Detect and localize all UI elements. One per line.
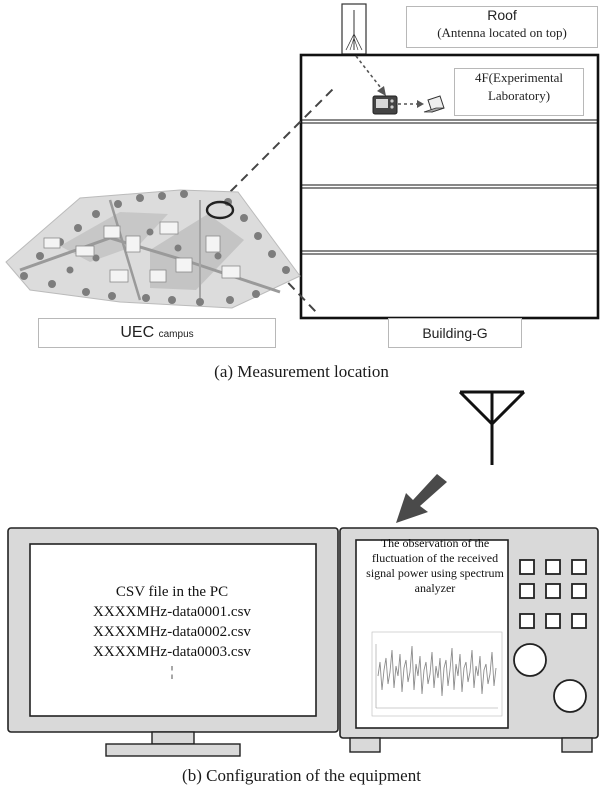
building-label: Building-G	[388, 318, 522, 348]
signal-power-plot	[371, 631, 503, 717]
csv-file-3: XXXXMHz-data0003.csv	[93, 644, 251, 660]
signal-arrow	[396, 474, 447, 523]
floor-4f-label: 4F(Experimental Laboratory)	[454, 68, 584, 116]
campus-map-illustration	[5, 189, 301, 309]
campus-label-sub: campus	[158, 329, 194, 340]
cable-antenna-to-analyzer	[355, 55, 385, 93]
monitor-icon	[7, 527, 339, 757]
building-g-highlight	[205, 200, 235, 220]
pc-csv-listing: CSV file in the PC XXXXMHz-data0001.csv …	[38, 582, 306, 682]
caption-equipment-configuration: (b) Configuration of the equipment	[182, 766, 421, 785]
roof-antenna-icon	[341, 3, 367, 55]
pc-csv-heading: CSV file in the PC	[115, 584, 229, 600]
roof-title: Roof	[487, 7, 517, 23]
floor-dividers	[302, 119, 597, 255]
csv-continuation: ¦	[170, 664, 174, 680]
analyzer-knob-upper	[513, 643, 547, 677]
equipment-diagram	[7, 390, 599, 757]
campus-label: UEC campus	[38, 318, 276, 348]
signal-trace	[377, 645, 497, 697]
laptop-icon	[423, 95, 445, 113]
roof-subtitle: (Antenna located on top)	[437, 25, 567, 40]
analyzer-observation-text: The observation of the fluctuation of th…	[366, 536, 504, 595]
analyzer-buttons	[519, 559, 587, 629]
csv-file-2: XXXXMHz-data0002.csv	[93, 624, 251, 640]
analyzer-knob-lower	[553, 679, 587, 713]
campus-label-main: UEC	[120, 324, 155, 341]
antenna-icon	[458, 390, 526, 465]
roof-label: Roof (Antenna located on top)	[406, 6, 598, 48]
caption-measurement-location: (a) Measurement location	[214, 362, 389, 381]
spectrum-analyzer-icon	[372, 95, 398, 115]
measurement-diagram	[5, 3, 600, 320]
csv-file-1: XXXXMHz-data0001.csv	[93, 604, 251, 620]
